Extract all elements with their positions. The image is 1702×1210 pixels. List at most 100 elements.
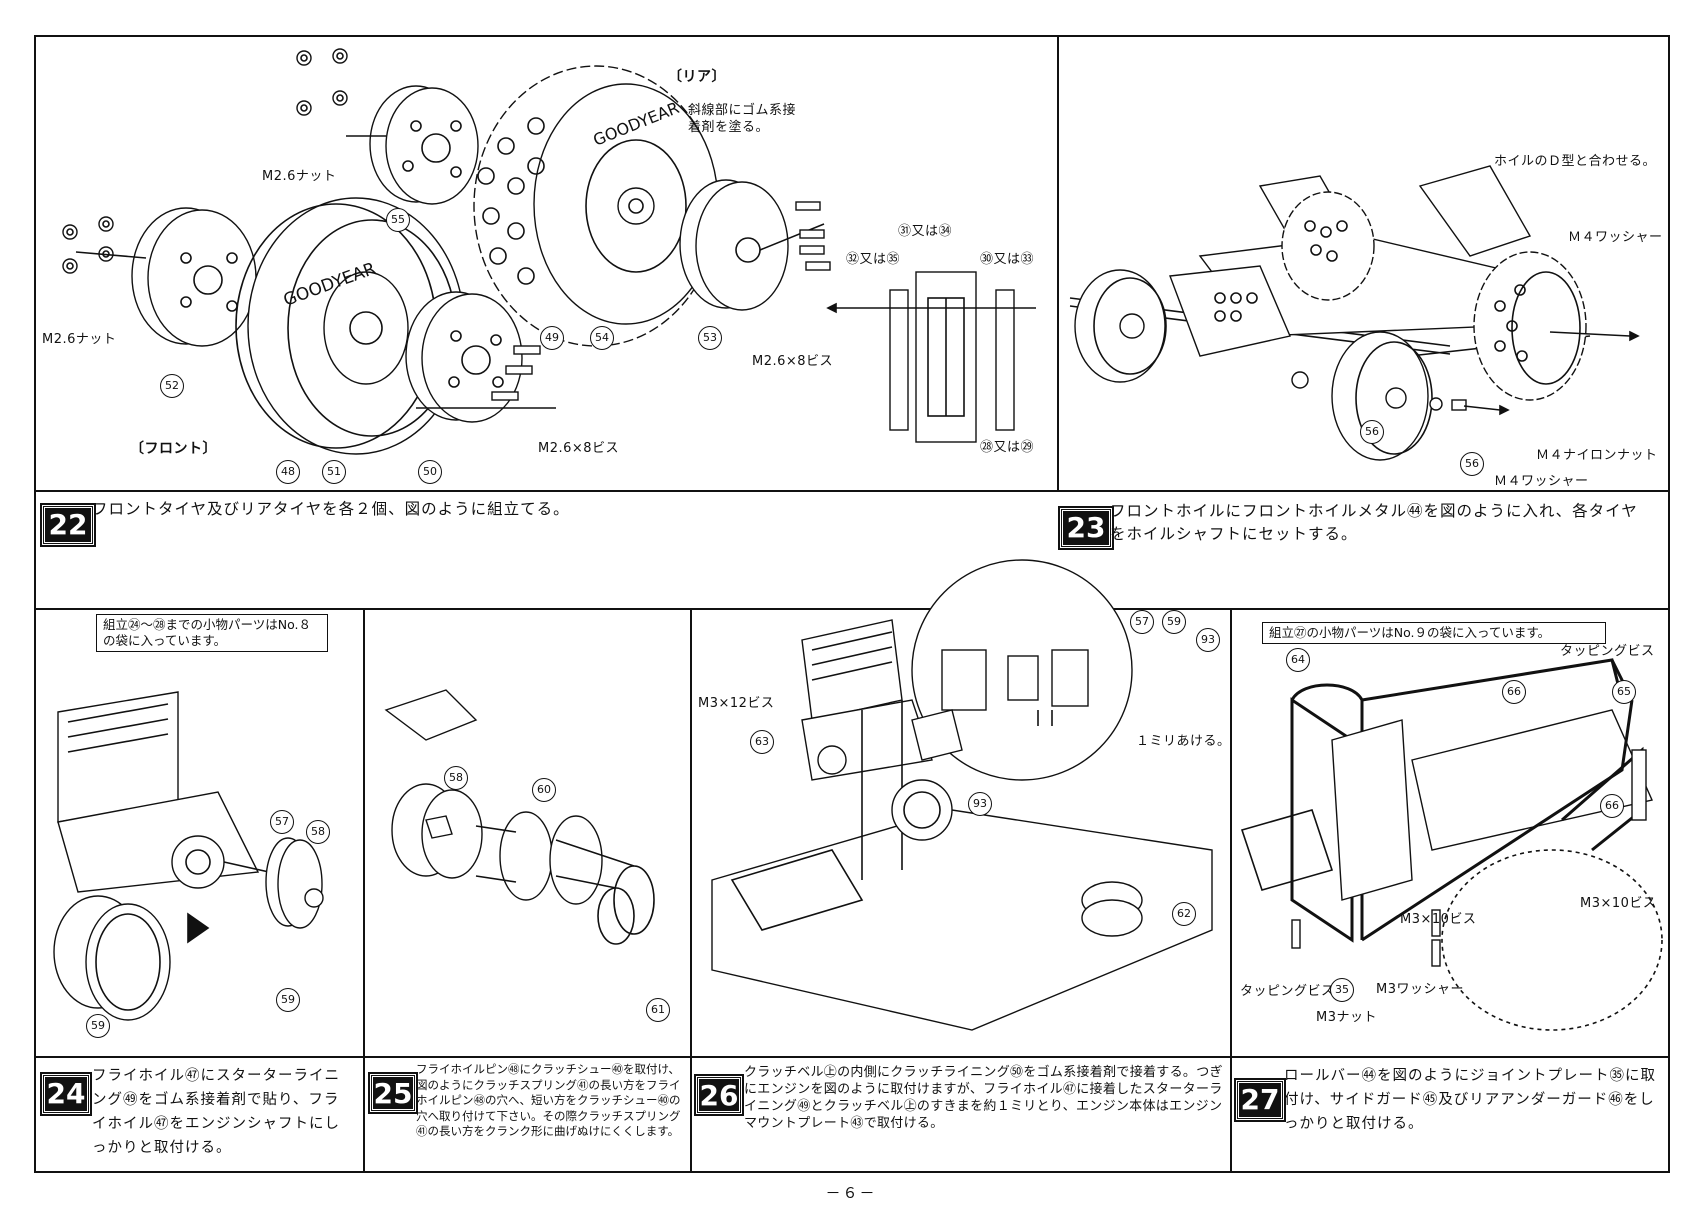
rear-wheel-half-55: [346, 85, 479, 205]
divider-bottom-1: [363, 608, 365, 1172]
rear-tire-49: GOODYEAR: [473, 65, 719, 347]
nut-icon: [62, 48, 348, 274]
washer-label: M3ワッシャー: [1376, 982, 1464, 997]
step-25-text: フライホイルピン㊽にクラッチシュー㊵を取付け、図のようにクラッチスプリング㊶の長…: [416, 1062, 681, 1138]
gap-label: １ミリあける。: [1136, 734, 1231, 749]
roll-bar-illustration: [1240, 658, 1663, 1031]
crank-assembly: [384, 689, 483, 879]
nylon-nut-label: Ｍ４ナイロンナット: [1536, 448, 1658, 463]
rear-wheel-half-53: [679, 179, 789, 311]
instruction-sheet: [34, 35, 1670, 1173]
d-shape-note: ホイルのＤ型と合わせる。: [1494, 154, 1657, 169]
part-number-54: 54: [590, 326, 614, 350]
part-number-51: 51: [322, 460, 346, 484]
tapping-screw-label-bottom: タッピングビス: [1240, 984, 1335, 999]
front-tire-48: GOODYEAR: [235, 197, 465, 455]
clutch-shoe-60: [475, 811, 603, 905]
step-22-text: フロントタイヤ及びリアタイヤを各２個、図のように組立てる。: [92, 500, 570, 518]
part-number-58: 58: [306, 820, 330, 844]
step-23-text: フロントホイルにフロントホイルメタル㊹を図のように入れ、各タイヤをホイルシャフト…: [1110, 502, 1638, 543]
step-26-text: クラッチベル㊤の内側にクラッチライニング㊿をゴム系接着剤で接着する。つぎにエンジ…: [744, 1065, 1223, 1131]
part-number-63: 63: [750, 730, 774, 754]
step-25-badge: 25: [368, 1072, 418, 1114]
clutch-shoe-illustration: [384, 689, 655, 945]
page-number: －６－: [825, 1184, 877, 1202]
glue-note: 斜線部にゴム系接着剤を塗る。: [688, 103, 797, 135]
or-52-55-label: ㉜又は㉟: [846, 252, 901, 267]
flywheel-57: [265, 837, 324, 929]
wheel-cross-section: [826, 271, 1036, 443]
part-number-66-b: 66: [1600, 794, 1624, 818]
divider-middle: [35, 608, 1669, 610]
divider-top-illustration: [35, 490, 1669, 492]
part-number-58: 58: [444, 766, 468, 790]
step-23-badge: 23: [1058, 506, 1114, 550]
screw-icon: [759, 201, 831, 271]
part-number-64: 64: [1286, 648, 1310, 672]
part-number-55: 55: [386, 208, 410, 232]
clutch-spring-61: [555, 839, 655, 945]
screw-label-bottom: M2.6×8ビス: [538, 441, 620, 456]
wheel-assembly-illustration: GOODYEAR GOODYEAR: [62, 48, 1036, 455]
chassis-wheel-illustration: [1069, 165, 1640, 461]
nut-label-left: M2.6ナット: [42, 332, 117, 347]
clutch-lining-62: [1081, 881, 1143, 937]
panel-27-parts-note: 組立㉗の小物パーツはNo.９の袋に入っています。: [1262, 622, 1606, 644]
step-27-text: ロールバー㊹を図のようにジョイントプレート㉟に取付け、サイドガード㊺及びリアアン…: [1284, 1068, 1656, 1132]
screw-label-mid: M2.6×8ビス: [752, 354, 834, 369]
divider-bottom-2: [690, 608, 692, 1172]
part-number-56-b: 56: [1460, 452, 1484, 476]
part-number-60: 60: [532, 778, 556, 802]
part-number-59: 59: [1162, 610, 1186, 634]
part-number-49: 49: [540, 326, 564, 350]
front-tire-left: [1074, 269, 1167, 383]
nut-label-top: M2.6ナット: [262, 169, 337, 184]
engine-and-frame: [1240, 709, 1663, 1031]
or-51-54-label: ㉛又は㉞: [898, 224, 953, 239]
or-50-53-label: ㉚又は㉝: [980, 252, 1035, 267]
part-number-35: 35: [1330, 978, 1354, 1002]
part-number-57: 57: [270, 810, 294, 834]
divider-bottom-3: [1230, 608, 1232, 1172]
screw-icon: [416, 345, 556, 409]
part-number-48: 48: [276, 460, 300, 484]
part-number-50: 50: [418, 460, 442, 484]
divider-bottom-illustration: [35, 1056, 1669, 1058]
screw-label-m3x10-right: M3×10ビス: [1580, 896, 1657, 911]
step-26-badge: 26: [694, 1074, 744, 1116]
part-number-56-a: 56: [1360, 420, 1384, 444]
or-48-49-label: ㉘又は㉙: [980, 440, 1035, 455]
rear-tire-back: [1281, 191, 1375, 301]
part-number-59-a: 59: [276, 988, 300, 1012]
part-number-62: 62: [1172, 902, 1196, 926]
part-number-53: 53: [698, 326, 722, 350]
front-wheel-half-52: [75, 207, 257, 347]
part-number-93-a: 93: [1196, 628, 1220, 652]
part-number-59-b: 59: [86, 1014, 110, 1038]
screw-label-m3x10-mid: M3×10ビス: [1400, 912, 1477, 927]
panel-24-parts-note: 組立㉔～㉘までの小物パーツはNo.８の袋に入っています。: [96, 614, 328, 652]
screw-icon: [1291, 909, 1441, 967]
flywheel-illustration: [53, 691, 324, 1021]
part-number-93-b: 93: [968, 792, 992, 816]
front-wheel-half-50: [405, 291, 523, 423]
engine-mount-illustration: [711, 559, 1213, 1031]
step-24-text: フライホイル㊼にスターターライニング㊾をゴム系接着剤で貼り、フライホイル㊼をエン…: [92, 1068, 340, 1156]
washer-label-top: Ｍ４ワッシャー: [1568, 230, 1663, 245]
front-tire-right: [1291, 331, 1510, 461]
step-24-badge: 24: [40, 1072, 92, 1116]
part-number-66-a: 66: [1502, 680, 1526, 704]
nut-label: M3ナット: [1316, 1010, 1377, 1025]
front-label: 〔フロント〕: [130, 441, 217, 457]
chassis-plate: [711, 700, 1213, 1031]
part-number-65: 65: [1612, 680, 1636, 704]
step-22-badge: 22: [40, 503, 96, 547]
part-number-57: 57: [1130, 610, 1154, 634]
rear-tire-right: [1473, 251, 1640, 401]
screw-label-m3x12: M3×12ビス: [698, 696, 775, 711]
engine-block: [801, 619, 963, 781]
engine-body: [57, 691, 279, 893]
washer-label-bottom: Ｍ４ワッシャー: [1494, 474, 1589, 489]
rear-under-guard-66: [1561, 746, 1647, 852]
part-number-52: 52: [160, 374, 184, 398]
